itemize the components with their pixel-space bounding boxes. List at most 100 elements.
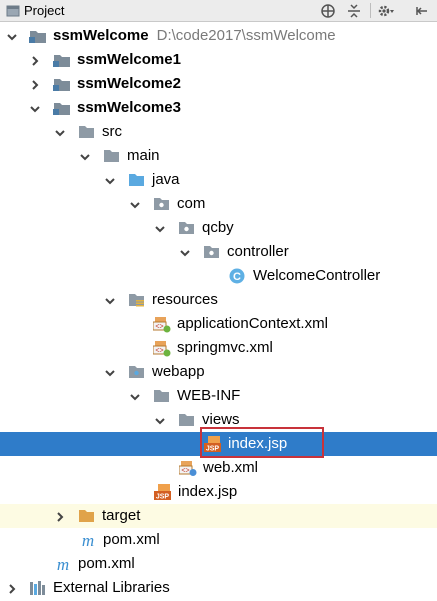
tree-label: main	[127, 147, 160, 164]
chevron-down-icon[interactable]	[104, 294, 116, 306]
folder-icon	[78, 124, 94, 140]
tree-label: src	[102, 123, 122, 140]
tree-row-index-jsp-selected[interactable]: JSP index.jsp	[0, 432, 437, 456]
tree-label: com	[177, 195, 206, 212]
web-xml-icon: <>	[178, 460, 197, 476]
svg-text:m: m	[82, 532, 94, 548]
package-icon	[153, 196, 169, 212]
panel-title[interactable]: Project	[24, 3, 65, 18]
tree-row-ssmwelcome1[interactable]: ssmWelcome1	[0, 48, 437, 72]
collapse-all-icon[interactable]	[345, 2, 363, 20]
spring-xml-icon: <>	[152, 316, 171, 333]
maven-icon: m	[54, 555, 70, 574]
folder-icon	[178, 412, 194, 428]
tree-label: pom.xml	[78, 555, 135, 572]
project-view-icon	[4, 2, 22, 20]
excluded-folder-icon	[78, 508, 94, 524]
package-icon	[178, 220, 194, 236]
tree-label: springmvc.xml	[177, 339, 273, 356]
java-class-icon: C	[229, 268, 245, 284]
tree-row-web-xml[interactable]: <> web.xml	[0, 456, 437, 480]
chevron-down-icon[interactable]	[129, 198, 141, 210]
tree-label: index.jsp	[228, 435, 288, 452]
jsp-file-icon: JSP	[154, 484, 171, 501]
module-folder-icon	[53, 76, 70, 92]
svg-text:m: m	[57, 556, 69, 572]
tree-label: External Libraries	[53, 579, 170, 596]
svg-text:<>: <>	[181, 468, 189, 475]
libraries-icon	[29, 580, 45, 596]
tree-label: ssmWelcome1	[77, 51, 181, 68]
tree-label: webapp	[152, 363, 205, 380]
tree-row-java[interactable]: java	[0, 168, 437, 192]
globe-icon[interactable]	[319, 2, 337, 20]
jsp-file-icon: JSP	[204, 436, 221, 453]
tree-row-web-inf[interactable]: WEB-INF	[0, 384, 437, 408]
chevron-down-icon[interactable]	[29, 102, 41, 114]
source-folder-icon	[128, 172, 144, 188]
tree-row-external-libraries[interactable]: External Libraries	[0, 576, 437, 600]
svg-text:JSP: JSP	[206, 446, 220, 453]
tree-label: WEB-INF	[177, 387, 241, 404]
svg-text:<>: <>	[155, 348, 163, 355]
project-path: D:\code2017\ssmWelcome	[156, 27, 336, 44]
hide-icon[interactable]	[413, 2, 431, 20]
spring-xml-icon: <>	[152, 340, 171, 357]
chevron-right-icon[interactable]	[6, 582, 18, 594]
tree-row-target[interactable]: target	[0, 504, 437, 528]
tree-label: qcby	[202, 219, 234, 236]
web-folder-icon	[128, 364, 144, 380]
tree-label: controller	[227, 243, 289, 260]
tree-label: target	[102, 507, 141, 524]
chevron-down-icon[interactable]	[154, 414, 166, 426]
chevron-down-icon[interactable]	[54, 126, 66, 138]
tree-row-springmvc-xml[interactable]: <> springmvc.xml	[0, 336, 437, 360]
tree-label: index.jsp	[178, 483, 238, 500]
chevron-right-icon[interactable]	[29, 54, 41, 66]
tree-row-ssmwelcome3[interactable]: ssmWelcome3	[0, 96, 437, 120]
tree-row-ssmwelcome2[interactable]: ssmWelcome2	[0, 72, 437, 96]
gear-icon[interactable]	[377, 2, 395, 20]
svg-text:C: C	[233, 271, 241, 283]
tree-row-pom-xml-module[interactable]: m pom.xml	[0, 528, 437, 552]
tree-label: web.xml	[203, 459, 259, 476]
folder-icon	[153, 388, 169, 404]
toolbar-separator	[370, 3, 371, 18]
tree-label: ssmWelcome2	[77, 75, 181, 92]
tree-row-pom-xml-root[interactable]: m pom.xml	[0, 552, 437, 576]
chevron-down-icon[interactable]	[104, 366, 116, 378]
tree-label: resources	[152, 291, 218, 308]
module-folder-icon	[29, 28, 46, 44]
tree-row-webapp[interactable]: webapp	[0, 360, 437, 384]
tree-row-welcomecontroller[interactable]: C WelcomeController	[0, 264, 437, 288]
module-folder-icon	[53, 52, 70, 68]
chevron-down-icon[interactable]	[104, 174, 116, 186]
chevron-right-icon[interactable]	[29, 78, 41, 90]
chevron-down-icon[interactable]	[6, 30, 18, 42]
chevron-right-icon[interactable]	[54, 510, 66, 522]
svg-text:JSP: JSP	[156, 494, 170, 501]
tree-label: pom.xml	[103, 531, 160, 548]
module-folder-icon	[53, 100, 70, 116]
chevron-down-icon[interactable]	[179, 246, 191, 258]
project-tool-window-header: Project	[0, 0, 437, 22]
tree-row-qcby[interactable]: qcby	[0, 216, 437, 240]
tree-row-com[interactable]: com	[0, 192, 437, 216]
chevron-down-icon[interactable]	[79, 150, 91, 162]
tree-label: WelcomeController	[253, 267, 381, 284]
folder-icon	[103, 148, 119, 164]
tree-row-applicationcontext-xml[interactable]: <> applicationContext.xml	[0, 312, 437, 336]
chevron-down-icon[interactable]	[129, 390, 141, 402]
tree-label: ssmWelcome3	[77, 99, 181, 116]
tree-row-resources[interactable]: resources	[0, 288, 437, 312]
chevron-down-icon[interactable]	[154, 222, 166, 234]
tree-row-views[interactable]: views	[0, 408, 437, 432]
tree-row-main[interactable]: main	[0, 144, 437, 168]
tree-label: applicationContext.xml	[177, 315, 328, 332]
tree-row-src[interactable]: src	[0, 120, 437, 144]
tree-row-controller[interactable]: controller	[0, 240, 437, 264]
tree-label: views	[202, 411, 240, 428]
tree-row-index-jsp[interactable]: JSP index.jsp	[0, 480, 437, 504]
